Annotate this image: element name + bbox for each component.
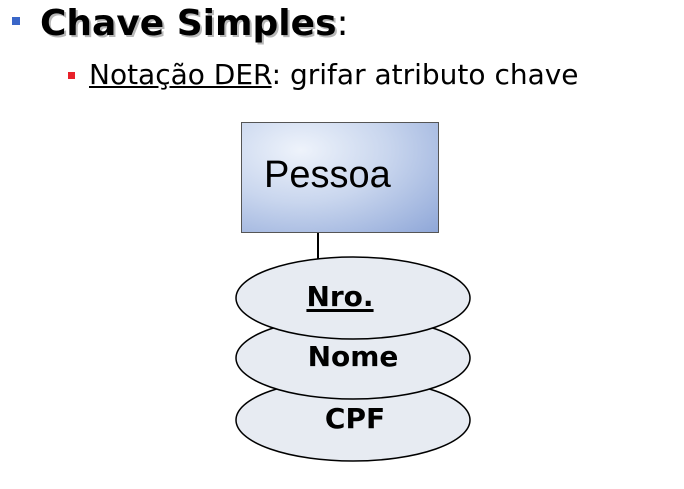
attribute-label-cpf: CPF [324, 402, 386, 435]
attribute-label-nro: Nro. [306, 280, 374, 313]
subpoint-underlined-text: Notação DER [89, 58, 272, 91]
heading-suffix: : [336, 3, 349, 44]
slide-heading: Chave Simples: [40, 2, 349, 46]
attribute-label-nome: Nome [307, 340, 399, 373]
attribute-ellipse-nro [235, 256, 471, 340]
heading-bold-text: Chave Simples [40, 3, 337, 44]
subpoint-bullet [68, 72, 75, 79]
slide-subpoint: Notação DER: grifar atributo chave [89, 55, 579, 95]
entity-box-pessoa: Pessoa [241, 122, 439, 233]
subpoint-rest-text: : grifar atributo chave [271, 58, 579, 91]
entity-label: Pessoa [264, 154, 391, 196]
heading-bullet [12, 17, 20, 25]
